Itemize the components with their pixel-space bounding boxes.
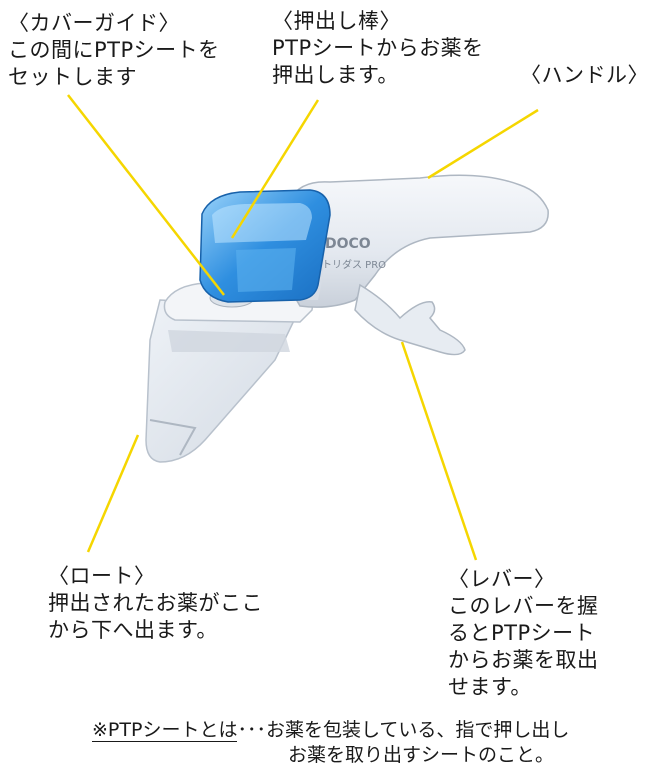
funnel-part xyxy=(145,299,302,463)
funnel-line-1: 押出されたお薬がここ xyxy=(48,591,263,615)
push-rod-line-2: 押出します。 xyxy=(272,63,399,87)
push-rod-title: 〈押出し棒〉 xyxy=(272,9,401,33)
leader-funnel xyxy=(86,434,140,553)
funnel-line-2: から下へ出ます。 xyxy=(48,618,218,642)
label-handle: 〈ハンドル〉 xyxy=(520,62,645,89)
lever-line-1: このレバーを握 xyxy=(448,594,599,618)
model-text: トリダス PRO xyxy=(322,258,386,271)
lever-line-4: せます。 xyxy=(448,675,532,699)
footnote-term: ※PTPシートとは xyxy=(92,719,238,742)
push-rod-line-1: PTPシートからお薬を xyxy=(272,36,484,60)
footnote-dots: ･･･ xyxy=(237,719,266,741)
push-rod-part xyxy=(199,189,331,303)
label-funnel: 〈ロート〉 押出されたお薬がここ から下へ出ます。 xyxy=(48,563,263,644)
lever-line-3: からお薬を取出 xyxy=(448,648,599,672)
lever-title: 〈レバー〉 xyxy=(448,567,556,591)
label-push-rod: 〈押出し棒〉 PTPシートからお薬を 押出します。 xyxy=(272,8,484,89)
cover-guide-title: 〈カバーガイド〉 xyxy=(8,11,180,35)
lever-line-2: るとPTPシート xyxy=(448,621,596,645)
footnote: ※PTPシートとは･･･お薬を包装している、指で押し出し お薬を取り出すシートの… xyxy=(92,718,569,768)
cover-guide-line-1: この間にPTPシートを xyxy=(8,38,220,62)
cover-guide-line-2: セットします xyxy=(8,65,137,89)
leader-lines xyxy=(67,94,539,561)
label-cover-guide: 〈カバーガイド〉 この間にPTPシートを セットします xyxy=(8,10,220,91)
lever-part xyxy=(354,283,466,356)
handle-title: 〈ハンドル〉 xyxy=(520,63,645,87)
funnel-title: 〈ロート〉 xyxy=(48,564,156,588)
leader-lever xyxy=(400,341,478,561)
leader-cover-guide xyxy=(67,94,225,296)
label-lever: 〈レバー〉 このレバーを握 るとPTPシート からお薬を取出 せます。 xyxy=(448,566,599,701)
brand-text: DOCO xyxy=(325,236,371,252)
leader-push-rod xyxy=(230,99,320,239)
leader-handle xyxy=(427,108,539,180)
footnote-line-2: お薬を取り出すシートのこと。 xyxy=(288,744,555,766)
footnote-line-1: お薬を包装している、指で押し出し xyxy=(265,719,570,741)
